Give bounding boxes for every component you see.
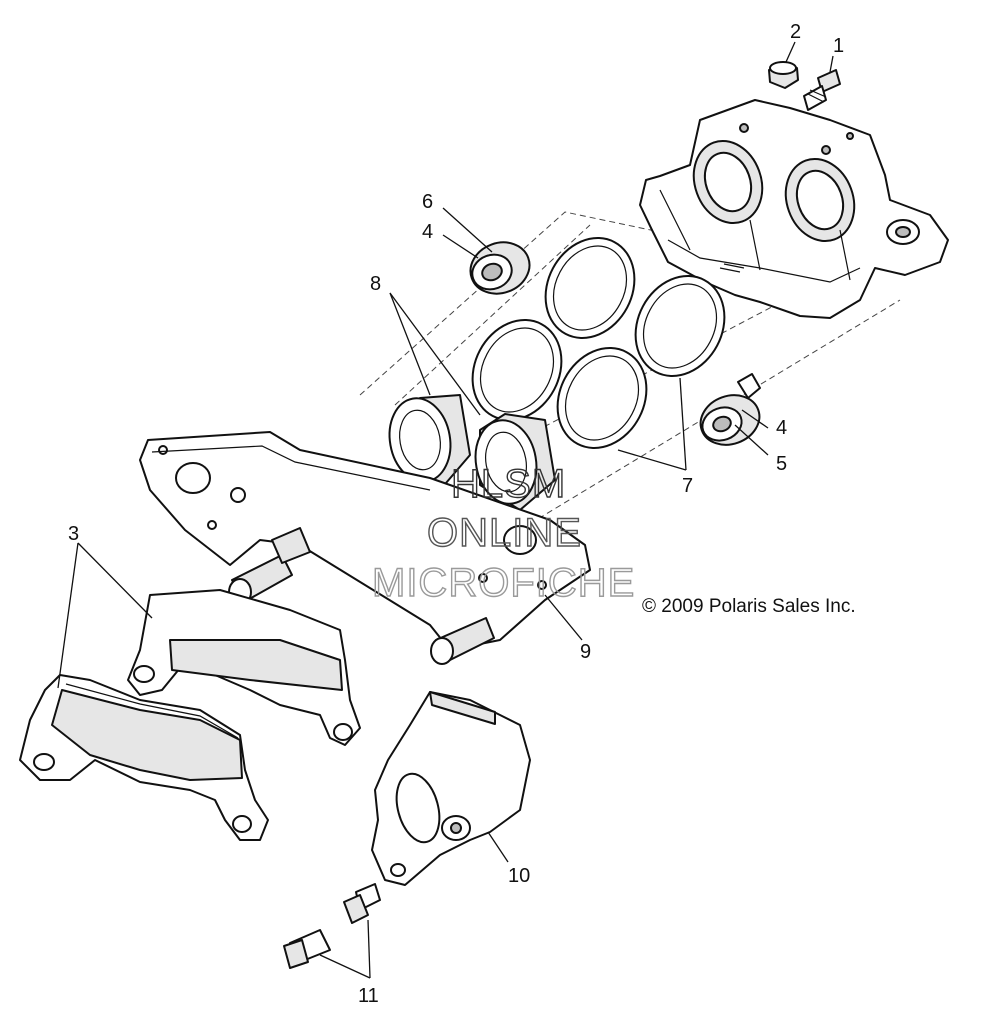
pistons bbox=[388, 394, 556, 511]
callout-4-lower: 4 bbox=[776, 417, 787, 439]
pad-holder bbox=[371, 691, 531, 886]
brake-pad-outer bbox=[19, 674, 269, 841]
brake-pad-inner bbox=[127, 589, 361, 746]
callout-4-upper: 4 bbox=[422, 221, 433, 243]
watermark-line-3: MICROFICHE bbox=[372, 561, 635, 605]
callout-9: 9 bbox=[580, 641, 591, 663]
callout-8: 8 bbox=[370, 273, 381, 295]
pin-boot-upper bbox=[469, 241, 531, 295]
leader-lines bbox=[57, 41, 834, 979]
callout-7: 7 bbox=[682, 475, 693, 497]
piston-seals bbox=[471, 237, 726, 449]
watermark: HLSM ONLINE MICROFICHE bbox=[371, 461, 635, 605]
caliper-bolts bbox=[283, 883, 381, 969]
bleeder-screw bbox=[803, 69, 841, 111]
callout-2: 1 bbox=[833, 35, 844, 57]
watermark-line-1: HLSM bbox=[451, 462, 566, 506]
callout-5: 5 bbox=[776, 453, 787, 475]
pin-boot-lower bbox=[699, 373, 761, 446]
mounting-bracket bbox=[139, 431, 591, 665]
copyright-notice: © 2009 Polaris Sales Inc. bbox=[642, 596, 856, 617]
callout-11: 11 bbox=[358, 985, 379, 1007]
watermark-line-2: ONLINE bbox=[427, 511, 582, 555]
callout-3: 3 bbox=[68, 523, 79, 545]
callout-10: 10 bbox=[508, 865, 530, 887]
caliper-housing bbox=[639, 99, 949, 319]
callout-1: 2 bbox=[790, 21, 801, 43]
callout-6: 6 bbox=[422, 191, 433, 213]
bleeder-cap bbox=[768, 61, 799, 89]
callout-labels: 2 1 6 4 8 4 5 7 3 9 10 11 bbox=[68, 21, 844, 1007]
